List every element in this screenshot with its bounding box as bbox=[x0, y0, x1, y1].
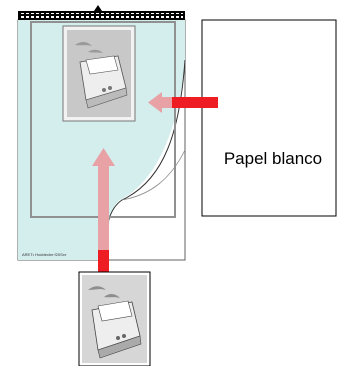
arrow-shaft-pink bbox=[160, 97, 172, 108]
triangle-marker-icon bbox=[94, 5, 102, 11]
bird-icon bbox=[75, 42, 92, 46]
arrow-shaft-pink bbox=[98, 164, 109, 250]
white-paper-sheet bbox=[201, 19, 337, 217]
carrier-film-tint bbox=[18, 20, 185, 260]
document-standalone bbox=[78, 271, 151, 366]
scanner-illustration-icon bbox=[79, 55, 128, 109]
bird-icon bbox=[88, 49, 103, 53]
arrow-insert-document bbox=[92, 148, 115, 272]
carrier-footer-text: AREТ• Hoddecbe f20Sхт bbox=[22, 252, 67, 257]
carrier-top-stripe bbox=[18, 5, 185, 20]
arrow-shaft-red bbox=[168, 97, 218, 108]
bird-icon bbox=[88, 286, 106, 290]
stripe-dots bbox=[20, 13, 183, 18]
bird-icon bbox=[104, 294, 120, 298]
scanner-illustration-icon bbox=[91, 300, 142, 359]
arrow-left-icon bbox=[148, 92, 162, 113]
white-paper: Papel blanco bbox=[201, 19, 337, 217]
document-in-carrier bbox=[62, 25, 136, 122]
arrow-up-icon bbox=[92, 148, 115, 166]
white-paper-label: Papel blanco bbox=[224, 149, 322, 168]
carrier-curl-shadow bbox=[121, 149, 186, 201]
arrow-insert-paper bbox=[148, 92, 218, 113]
arrow-shaft-red bbox=[98, 248, 109, 272]
